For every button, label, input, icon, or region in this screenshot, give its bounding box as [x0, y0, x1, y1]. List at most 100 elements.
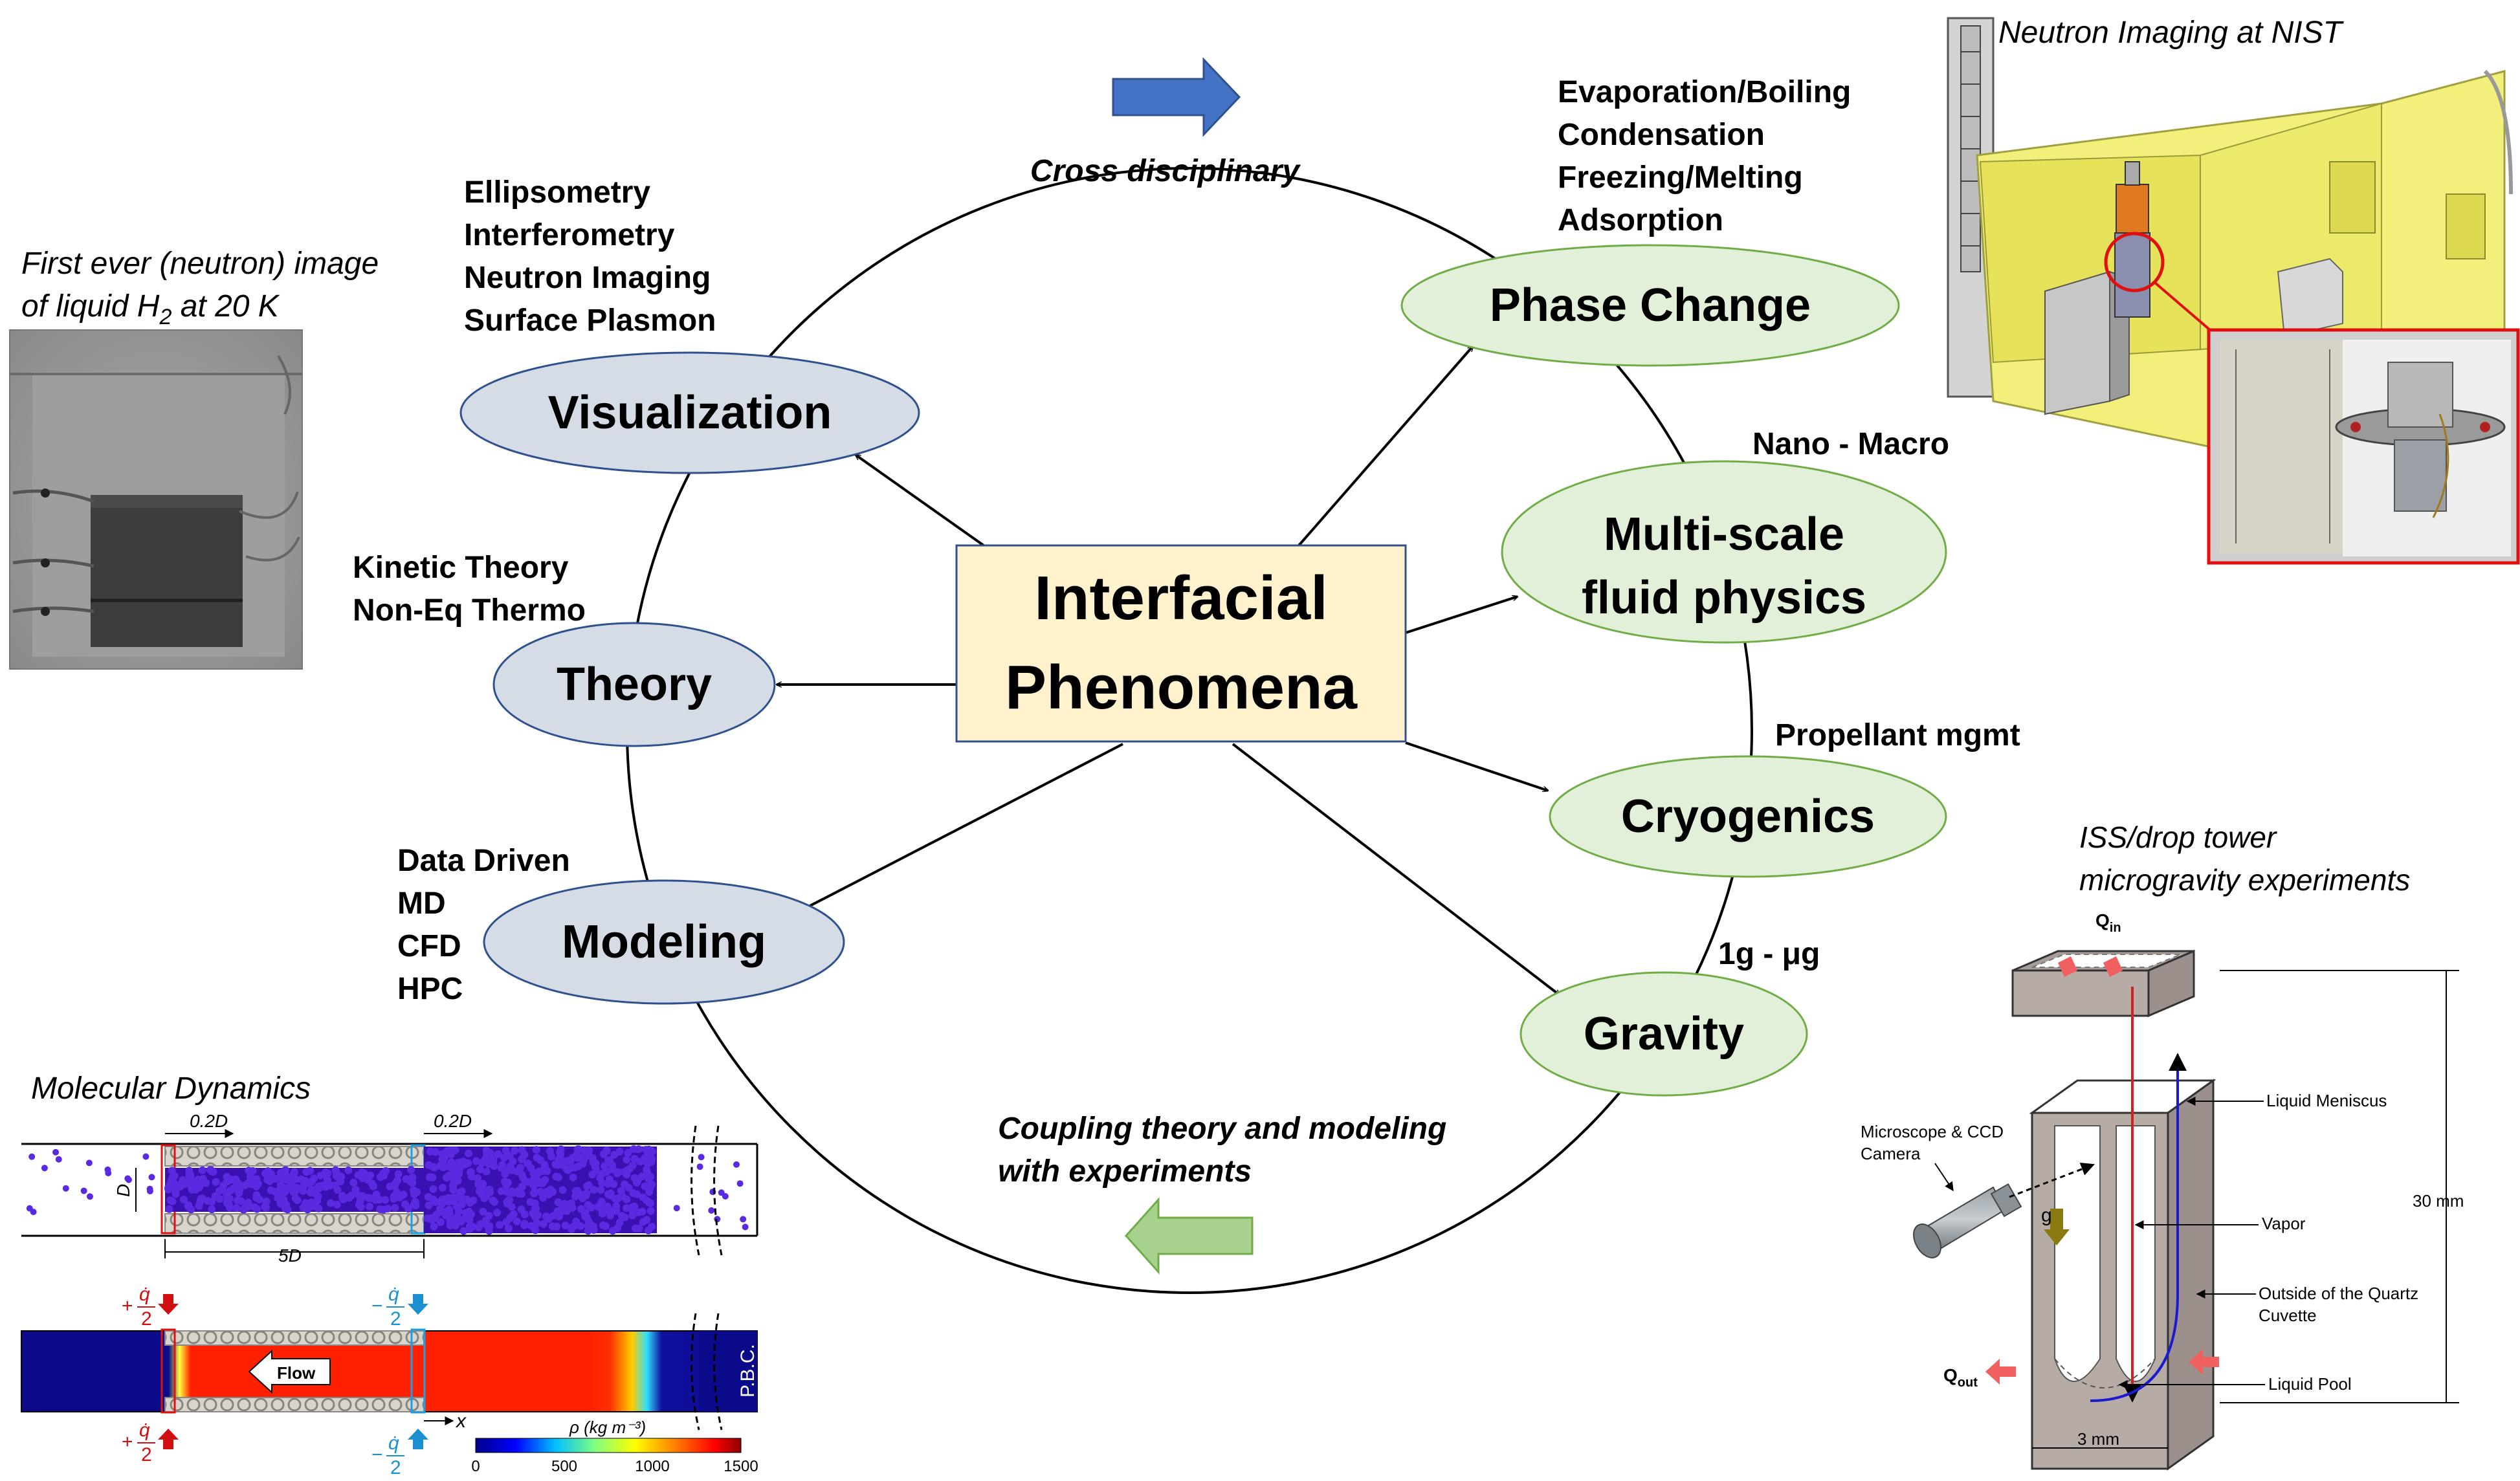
cross-disciplinary-arrow	[1112, 57, 1241, 137]
vis-method-1: Ellipsometry	[464, 175, 650, 210]
flow-arrow	[248, 1349, 331, 1394]
modeling-methods: Data Driven MD CFD HPC	[397, 844, 570, 1006]
coupling-label-line1: Coupling theory and modeling	[998, 1112, 1446, 1146]
vapor-label: Vapor	[2262, 1214, 2306, 1233]
phase-change-items: Evaporation/Boiling Condensation Freezin…	[1558, 75, 1851, 237]
cuvette-figure: Qin Qout g Microscope & CCD Camera Liqui…	[1861, 910, 2464, 1471]
modeling-method-1: Data Driven	[397, 844, 570, 878]
modeling-method-4: HPC	[397, 972, 463, 1006]
visualization-label: Visualization	[548, 387, 832, 439]
ccd-camera	[1913, 1183, 2022, 1258]
phase-item-3: Freezing/Melting	[1558, 160, 1803, 195]
nist-facility-render	[1947, 17, 2520, 565]
modeling-label: Modeling	[562, 916, 766, 968]
microscope-label-1: Microscope & CCD	[1861, 1122, 2004, 1141]
node-theory: Theory	[492, 622, 776, 747]
dim-02d-left: 0.2D	[190, 1111, 228, 1131]
vis-method-2: Interferometry	[464, 218, 675, 252]
theory-method-1: Kinetic Theory	[353, 551, 569, 585]
outside-label-2: Cuvette	[2259, 1306, 2317, 1325]
node-visualization: Visualization	[459, 351, 920, 474]
multiscale-label-line2: fluid physics	[1582, 572, 1866, 624]
svg-text:−: −	[371, 1295, 383, 1317]
gravity-ellipse	[1520, 971, 1808, 1097]
svg-text:q̇: q̇	[388, 1284, 399, 1305]
x-axis-label: x	[455, 1410, 467, 1432]
liquid-pool-label: Liquid Pool	[2268, 1374, 2352, 1394]
phase-change-label: Phase Change	[1490, 280, 1811, 331]
microscope-label-2: Camera	[1861, 1144, 1921, 1163]
center-title-line1: Interfacial	[1034, 564, 1328, 633]
cb-tick-1500: 1500	[724, 1458, 758, 1475]
modeling-method-3: CFD	[397, 929, 461, 963]
dim-5d: 5D	[278, 1245, 302, 1266]
theory-methods: Kinetic Theory Non-Eq Thermo	[353, 551, 586, 628]
coupling-arrow	[1124, 1197, 1254, 1275]
arrow-to-multiscale	[1405, 597, 1518, 634]
dim-d: D	[113, 1184, 133, 1197]
density-colorbar	[475, 1438, 742, 1453]
neutron-image-caption-line1: First ever (neutron) image	[21, 247, 379, 281]
visualization-methods: Ellipsometry Interferometry Neutron Imag…	[464, 175, 716, 338]
nist-caption: Neutron Imaging at NIST	[1998, 16, 2345, 50]
dim-30mm: 30 mm	[2413, 1191, 2464, 1211]
arrow-to-phase-change	[1298, 346, 1473, 547]
svg-text:q̇: q̇	[388, 1432, 399, 1454]
svg-text:+: +	[122, 1295, 133, 1317]
vis-method-3: Neutron Imaging	[464, 261, 711, 295]
node-modeling: Modeling	[483, 879, 845, 1005]
modeling-ellipse	[483, 879, 845, 1005]
svg-text:2: 2	[390, 1457, 401, 1478]
multiscale-label-line1: Multi-scale	[1604, 509, 1844, 560]
svg-text:2: 2	[390, 1308, 401, 1330]
svg-text:q̇: q̇	[139, 1420, 150, 1441]
cryogenics-ellipse	[1549, 755, 1947, 878]
arrow-to-modeling	[801, 743, 1123, 912]
md-caption: Molecular Dynamics	[31, 1071, 311, 1106]
theory-ellipse	[492, 622, 776, 747]
center-title-line2: Phenomena	[1005, 653, 1358, 722]
dim-02d-right: 0.2D	[434, 1111, 472, 1131]
arrow-to-visualization	[856, 454, 985, 547]
vis-method-4: Surface Plasmon	[464, 303, 716, 338]
dim-3mm: 3 mm	[2077, 1429, 2119, 1449]
cb-tick-500: 500	[551, 1458, 577, 1475]
g-label: g	[2041, 1205, 2052, 1226]
propellant-label: Propellant mgmt	[1775, 718, 2020, 752]
neutron-image	[9, 329, 303, 670]
iss-caption-line1: ISS/drop tower	[2079, 820, 2277, 854]
phase-item-4: Adsorption	[1558, 203, 1723, 237]
visualization-ellipse	[459, 351, 920, 474]
q-in-label: Qin	[2095, 910, 2121, 935]
outside-label-1: Outside of the Quartz	[2259, 1284, 2418, 1303]
arrow-to-cryogenics	[1405, 741, 1548, 791]
node-phase-change: Phase Change	[1400, 244, 1900, 367]
svg-text:−: −	[371, 1444, 383, 1465]
svg-text:+: +	[122, 1431, 133, 1453]
pbc-label: P.B.C.	[737, 1344, 758, 1398]
liquid-meniscus-label: Liquid Meniscus	[2266, 1091, 2387, 1110]
center-arrows	[777, 346, 1560, 996]
colorbar-label: ρ (kg m⁻³)	[569, 1418, 646, 1437]
phase-item-1: Evaporation/Boiling	[1558, 75, 1851, 109]
svg-text:q̇: q̇	[139, 1284, 150, 1305]
cross-disciplinary-label: Cross disciplinary	[1030, 154, 1301, 188]
nano-macro-label: Nano - Macro	[1752, 427, 1949, 461]
modeling-method-2: MD	[397, 886, 446, 921]
multiscale-ellipse	[1501, 460, 1947, 644]
flow-label: Flow	[277, 1363, 316, 1383]
gravity-range-label: 1g - μg	[1718, 937, 1820, 971]
md-figure-top: 0.2D 0.2D D 5D	[21, 1111, 758, 1266]
coupling-label-line2: with experiments	[998, 1154, 1252, 1189]
iss-caption-line2: microgravity experiments	[2079, 863, 2410, 897]
node-gravity: Gravity	[1520, 971, 1808, 1097]
md-particles	[26, 1145, 749, 1235]
q-out-label: Qout	[1943, 1365, 1978, 1390]
svg-text:2: 2	[141, 1444, 152, 1465]
center-box	[955, 544, 1407, 743]
cb-tick-0: 0	[471, 1458, 480, 1475]
cb-tick-1000: 1000	[635, 1458, 669, 1475]
nist-highlight-circle	[2104, 232, 2165, 292]
arrow-to-gravity	[1232, 743, 1560, 996]
